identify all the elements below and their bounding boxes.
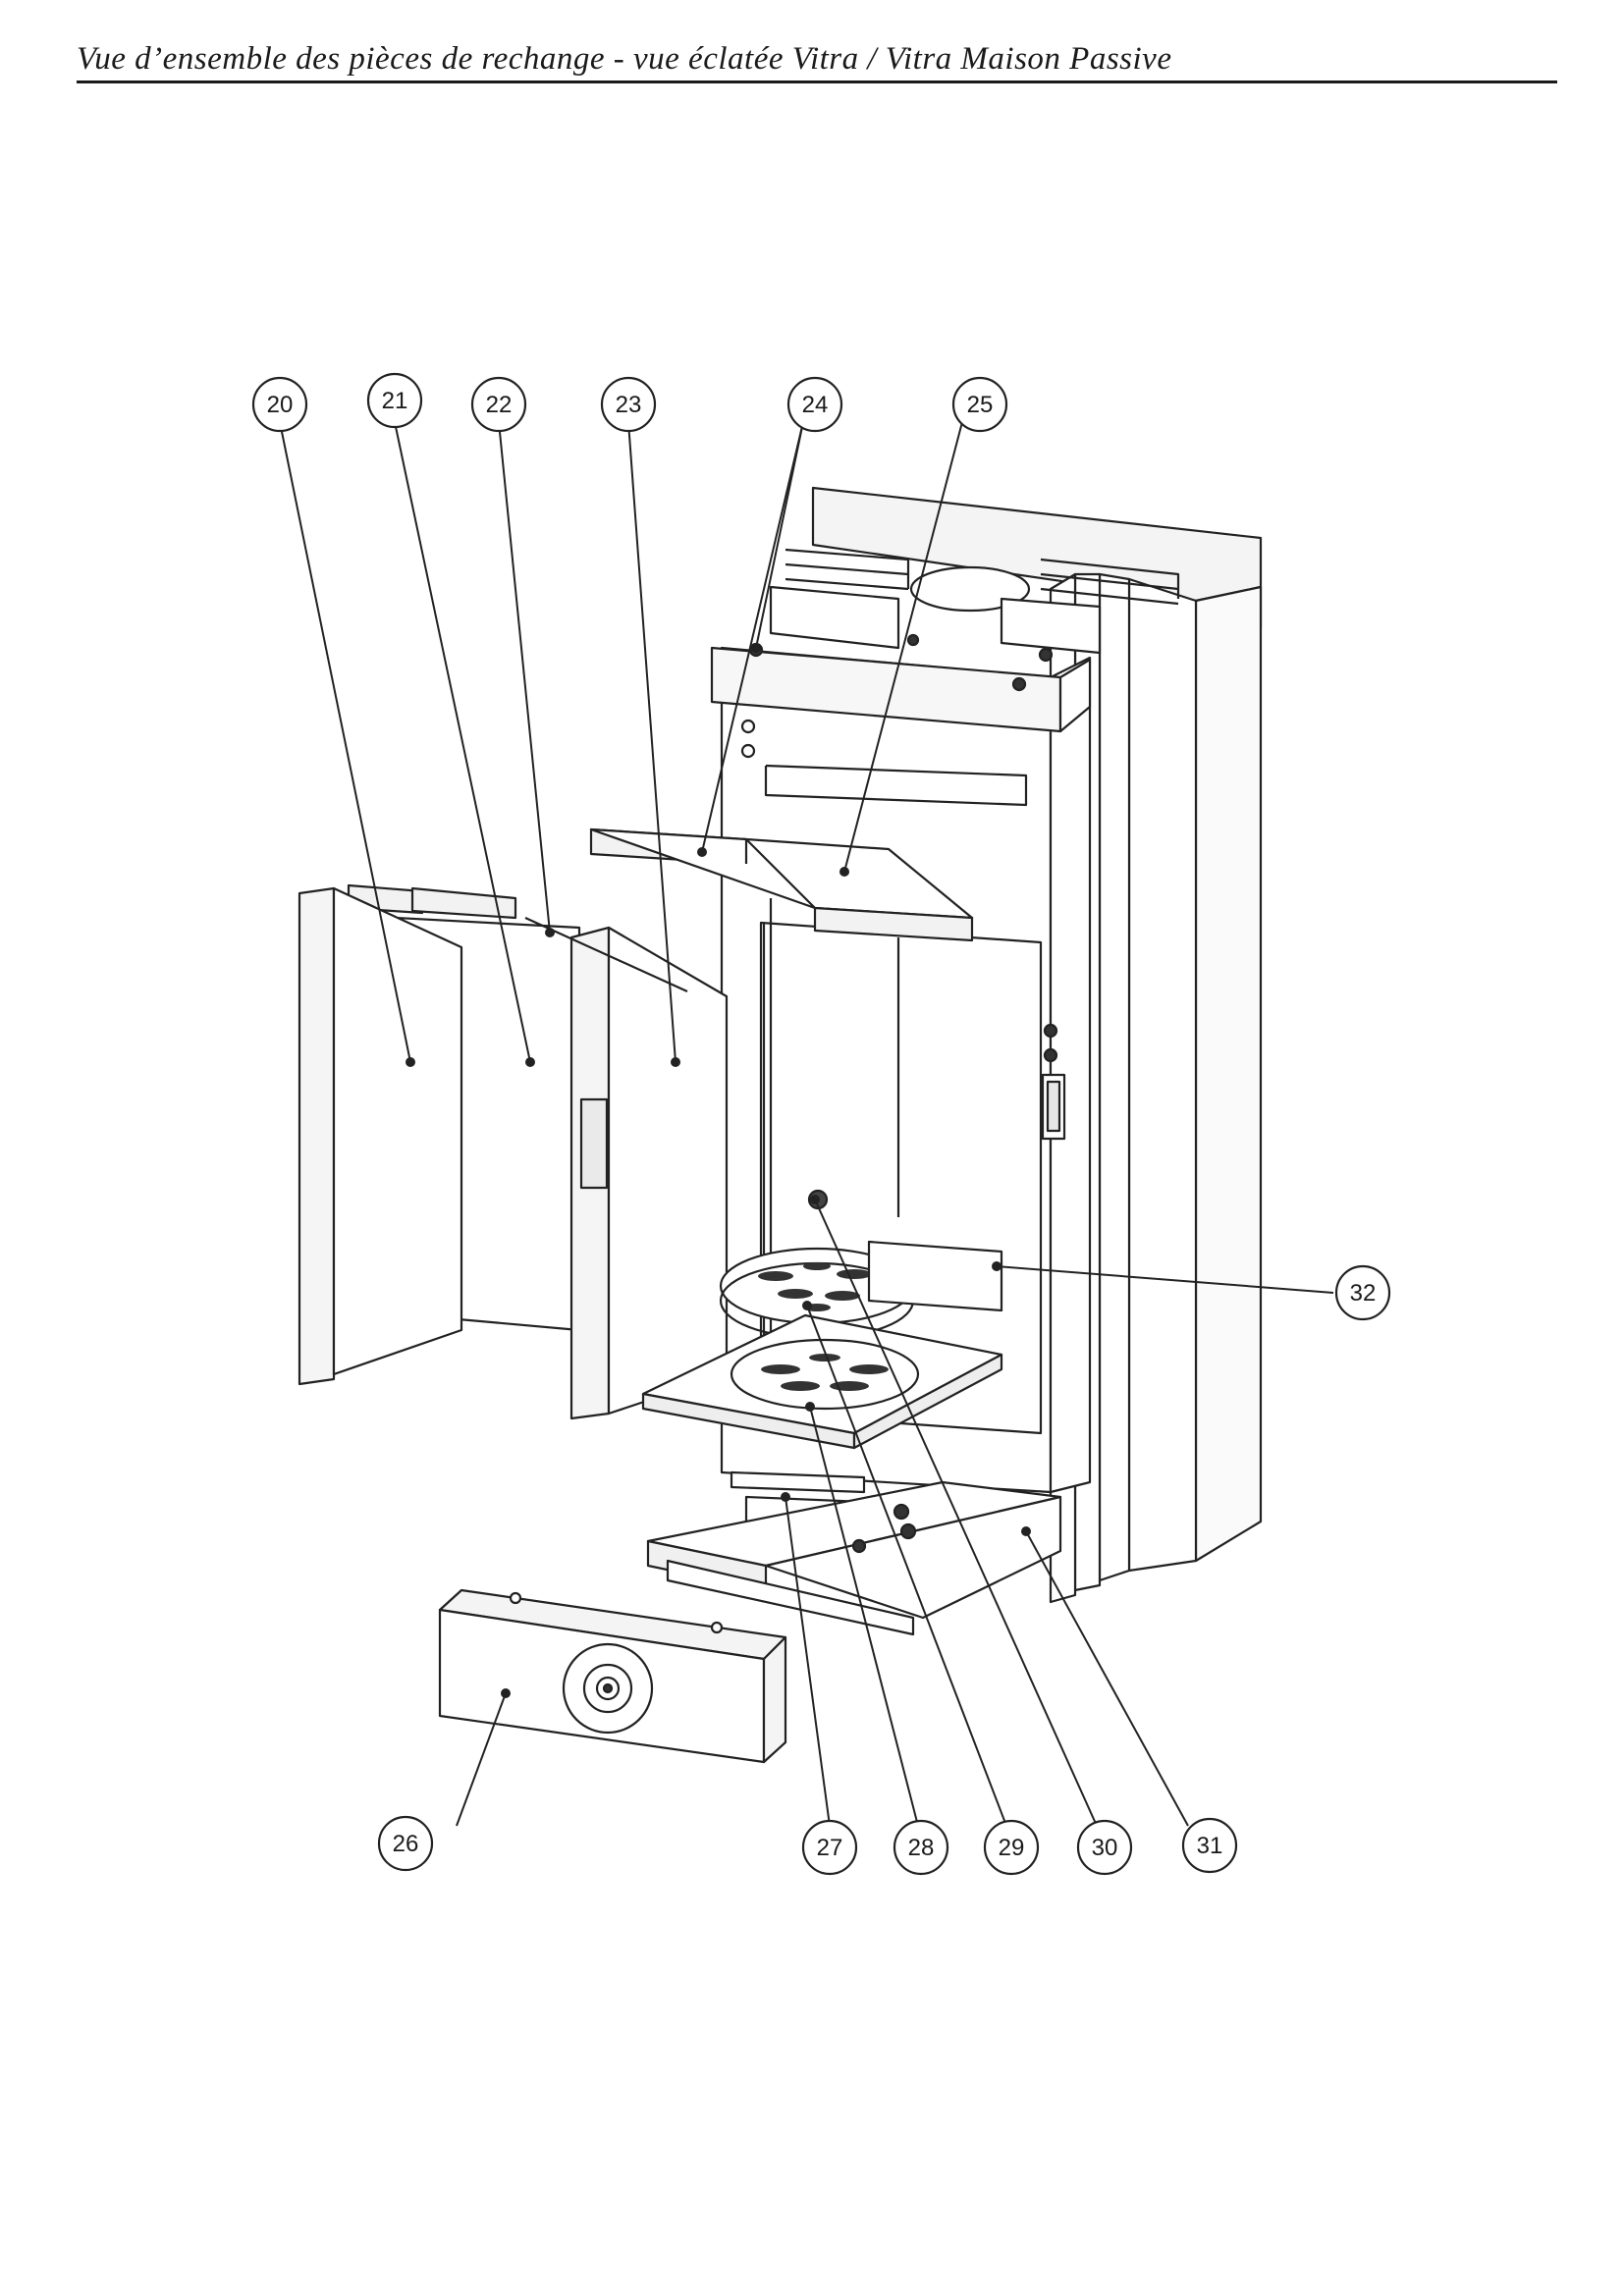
callout-circle [1181,1817,1238,1874]
callout-label: 28 [908,1835,935,1861]
callout-label: 27 [817,1835,843,1861]
page-header: Vue d’ensemble des pièces de rechange - … [77,39,1557,83]
callout-28: 28 [893,1819,949,1876]
callout-circle [600,376,657,433]
page-title: Vue d’ensemble des pièces de rechange - … [77,41,1172,77]
callout-circle [893,1819,949,1876]
front-panel [438,1588,787,1764]
callout-label: 29 [999,1835,1025,1861]
callout-32: 32 [1334,1264,1391,1321]
callout-circle [801,1819,858,1876]
callout-group: 20 21 22 23 24 25 26 27 28 29 30 31 32 [251,372,1391,1876]
callout-circle [251,376,308,433]
ash-pan [646,1470,1062,1636]
callout-circle [786,376,843,433]
callout-circle [951,376,1008,433]
callout-circle [366,372,423,429]
callout-23: 23 [600,376,657,433]
grate-parts [641,1189,1003,1450]
callout-label: 31 [1197,1833,1223,1859]
callout-label: 30 [1092,1835,1118,1861]
callout-31: 31 [1181,1817,1238,1874]
callout-circle [1334,1264,1391,1321]
callout-25: 25 [951,376,1008,433]
callout-26: 26 [377,1815,434,1872]
firebrick-panels [298,883,729,1420]
header-divider [77,80,1557,83]
callout-label: 23 [616,392,642,418]
callout-label: 20 [267,392,294,418]
callout-30: 30 [1076,1819,1133,1876]
callout-label: 32 [1350,1280,1377,1307]
leader-lines [279,421,1334,1827]
callout-circle [470,376,527,433]
callout-20: 20 [251,376,308,433]
callout-label: 24 [802,392,829,418]
callout-24: 24 [786,376,843,433]
callout-label: 22 [486,392,513,418]
leader-dots [406,643,1031,1698]
callout-21: 21 [366,372,423,429]
callout-27: 27 [801,1819,858,1876]
callout-circle [377,1815,434,1872]
callout-circle [1076,1819,1133,1876]
callout-circle [983,1819,1040,1876]
callout-22: 22 [470,376,527,433]
callout-label: 21 [382,388,408,414]
callout-29: 29 [983,1819,1040,1876]
callout-label: 26 [393,1831,419,1857]
baffle-plates [589,828,974,942]
callout-label: 25 [967,392,994,418]
